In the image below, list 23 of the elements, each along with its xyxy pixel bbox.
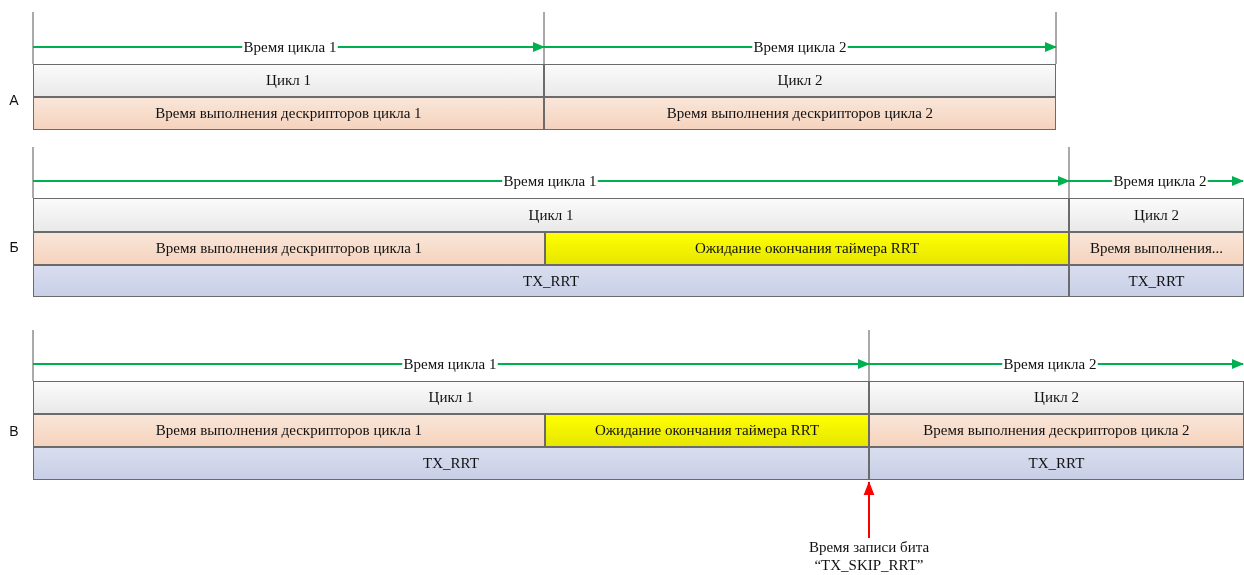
row-letter: Б: [9, 239, 19, 255]
execution-bar: Время выполнения...: [1069, 232, 1244, 265]
wait-bar: Ожидание окончания таймера RRT: [545, 232, 1069, 265]
execution-bar: Время выполнения дескрипторов цикла 2: [544, 97, 1056, 130]
cycle-bar: Цикл 2: [544, 64, 1056, 97]
cycle-bar: Цикл 1: [33, 381, 869, 414]
execution-bar: Время выполнения дескрипторов цикла 2: [869, 414, 1244, 447]
pointer-arrow: [863, 481, 875, 539]
row-letter: В: [9, 423, 19, 439]
signal-bar: TX_RRT: [33, 265, 1069, 297]
cycle-bar: Цикл 2: [869, 381, 1244, 414]
row-letter: А: [9, 92, 19, 108]
annotation-text: Время записи бита “TX_SKIP_RRT”: [769, 538, 969, 574]
execution-bar: Время выполнения дескрипторов цикла 1: [33, 232, 545, 265]
cycle-bar: Цикл 2: [1069, 198, 1244, 232]
cycle-bar: Цикл 1: [33, 64, 544, 97]
signal-bar: TX_RRT: [1069, 265, 1244, 297]
signal-bar: TX_RRT: [869, 447, 1244, 480]
execution-bar: Время выполнения дескрипторов цикла 1: [33, 97, 544, 130]
execution-bar: Время выполнения дескрипторов цикла 1: [33, 414, 545, 447]
wait-bar: Ожидание окончания таймера RRT: [545, 414, 869, 447]
cycle-bar: Цикл 1: [33, 198, 1069, 232]
signal-bar: TX_RRT: [33, 447, 869, 480]
